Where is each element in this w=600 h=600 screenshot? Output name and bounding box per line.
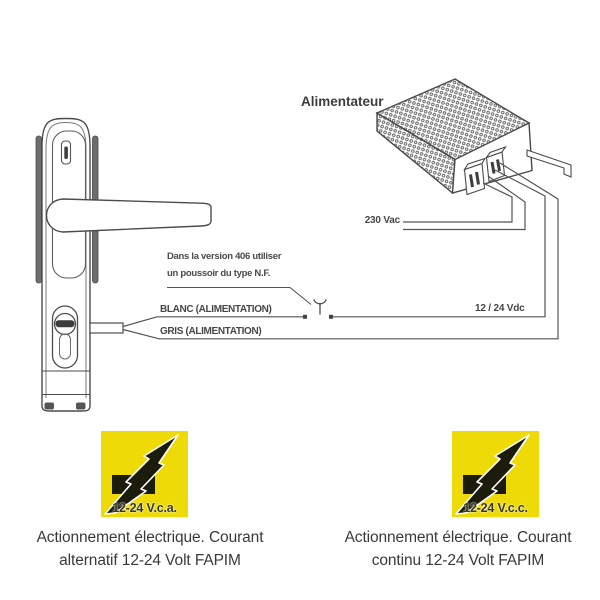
ac-caption-line-1: Actionnement électrique. Courant (36, 529, 264, 546)
mains-voltage-label: 230 Vac (364, 215, 401, 226)
cylinder-profile (59, 333, 71, 360)
plate-foot-right (76, 402, 86, 410)
ac-caption-line-2: alternatif 12-24 Volt FAPIM (59, 552, 241, 569)
handle-lever (46, 198, 212, 233)
door-edge-strip-left (35, 135, 42, 284)
dc-voltage-badge: 12-24 V.c.c. (452, 431, 539, 517)
indicator-window (60, 140, 72, 165)
dc-caption-line-2: continu 12-24 Volt FAPIM (371, 552, 545, 569)
dc-caption-line-1: Actionnement électrique. Courant (344, 529, 572, 546)
power-supply-illustration (375, 78, 572, 196)
white-wire-label: BLANC (ALIMENTATION) (160, 304, 272, 315)
dc-caption: Actionnement électrique. Courant continu… (332, 526, 584, 572)
ac-caption: Actionnement électrique. Courant alterna… (14, 526, 286, 572)
key-slot (55, 320, 75, 328)
plate-foot-left (44, 402, 54, 410)
note-line-1: Dans la version 406 utiliser (167, 251, 282, 262)
wiring-lines (122, 162, 559, 340)
grey-wire-label: GRIS (ALIMENTATION) (160, 326, 262, 337)
dc-badge-voltage-label: 12-24 V.c.c. (463, 501, 528, 515)
white-wire-left (122, 316, 305, 328)
power-supply-label: Alimentateur (301, 94, 384, 109)
terminal-block-right (485, 145, 507, 183)
terminal-block-left (463, 157, 487, 196)
cable-conduit (89, 322, 124, 334)
ac-badge-voltage-label: 12-24 V.c.a. (112, 501, 177, 515)
indicator-slot (64, 146, 68, 159)
lightning-bolt-icon (455, 434, 530, 515)
dc-voltage-label: 12 / 24 Vdc (475, 303, 525, 314)
note-line-2: un poussoir du type N.F. (167, 268, 271, 279)
door-handle-illustration (35, 117, 212, 412)
note-pointer-line (167, 286, 312, 305)
grey-wire (122, 162, 559, 340)
psu-mounting-rail (526, 149, 572, 178)
ac-voltage-badge: 12-24 V.c.a. (101, 431, 188, 517)
white-wire-right (333, 169, 546, 318)
handle-plate-inner-line (45, 121, 87, 398)
lightning-bolt-icon (104, 434, 179, 515)
mains-wire-2 (403, 175, 526, 231)
mains-wire-1 (403, 182, 513, 223)
push-button-switch-symbol (303, 299, 333, 319)
